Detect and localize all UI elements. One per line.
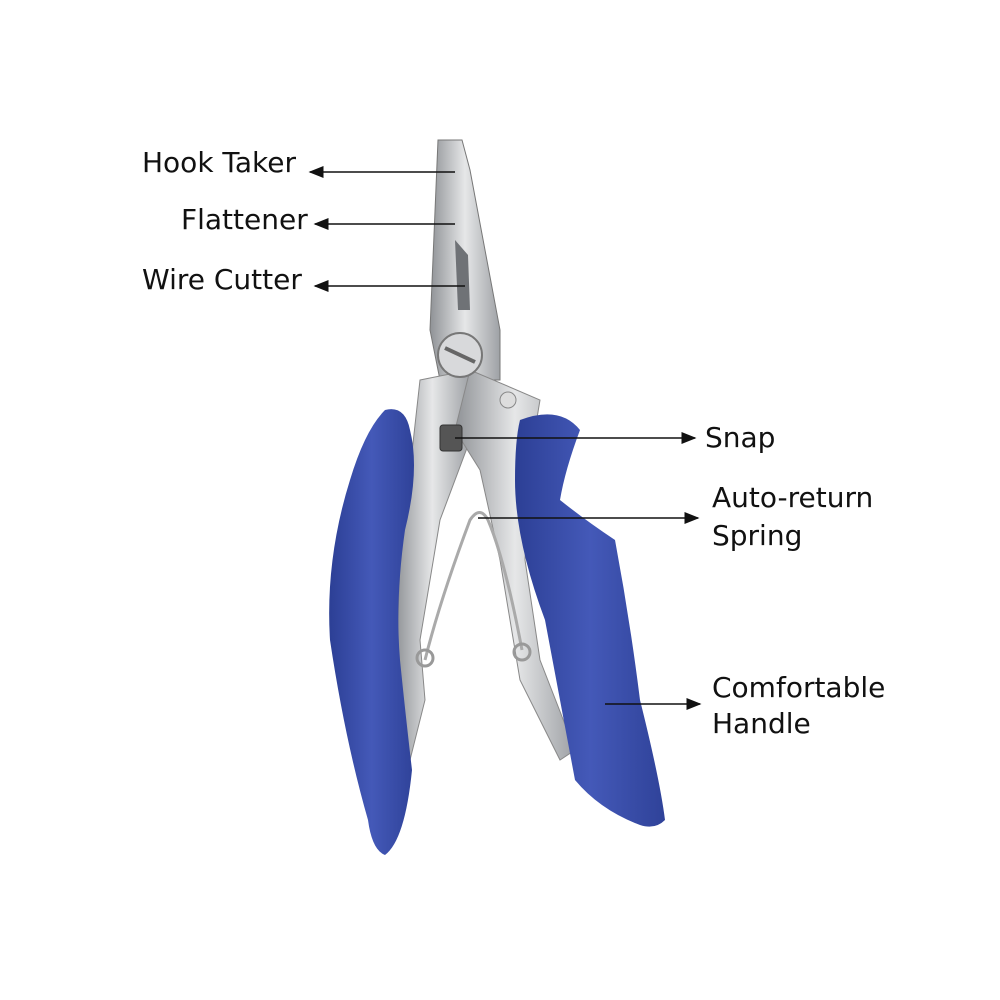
handle-label-line2: Handle [712, 707, 811, 740]
snap-label: Snap [705, 421, 776, 454]
wire-cutter-label: Wire Cutter [142, 263, 302, 296]
spring-label-line2: Spring [712, 519, 803, 552]
flattener-slot [455, 240, 470, 310]
handle-label-line1: Comfortable [712, 671, 886, 704]
left-handle [329, 409, 414, 855]
right-handle [515, 414, 665, 827]
hook-taker-label: Hook Taker [142, 146, 297, 179]
spring [423, 511, 524, 661]
flattener-label: Flattener [181, 203, 308, 236]
spring-label-line1: Auto-return [712, 481, 874, 514]
